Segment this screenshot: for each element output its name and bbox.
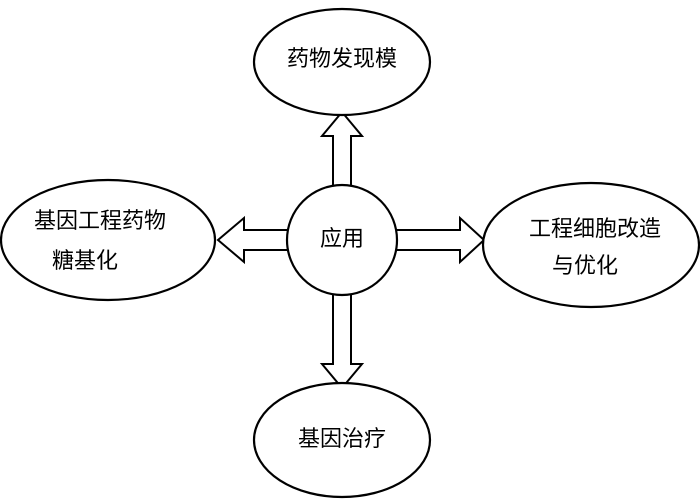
top-label: 药物发现模: [287, 47, 397, 72]
center-label: 应用: [320, 227, 364, 252]
left-label-line1: 基因工程药物: [34, 209, 166, 234]
arrow-up: [319, 110, 365, 193]
bottom-node: 基因治疗: [252, 381, 432, 499]
left-node: 基因工程药物 糖基化: [0, 178, 217, 302]
right-node: 工程细胞改造 与优化: [481, 181, 700, 309]
top-node: 药物发现模: [252, 7, 432, 117]
left-label-line2: 糖基化: [52, 249, 118, 274]
arrow-down: [319, 287, 365, 390]
arrow-left: [216, 215, 293, 265]
right-label-line1: 工程细胞改造: [529, 217, 661, 242]
bottom-label: 基因治疗: [298, 427, 386, 452]
right-label-line2: 与优化: [552, 254, 618, 279]
center-node: 应用: [285, 183, 399, 297]
arrow-right: [391, 215, 486, 265]
